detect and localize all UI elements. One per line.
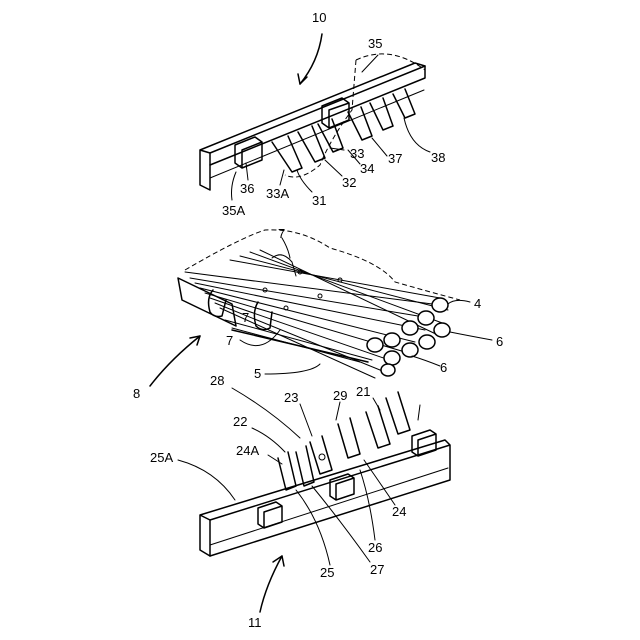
arrow-11: [260, 556, 282, 612]
label-36: 36: [240, 181, 254, 196]
label-22: 22: [233, 414, 247, 429]
label-28: 28: [210, 373, 224, 388]
label-32: 32: [342, 175, 356, 190]
label-24A: 24A: [236, 443, 259, 458]
label-31: 31: [312, 193, 326, 208]
label-25: 25: [320, 565, 334, 580]
block-lower-left: [258, 502, 282, 528]
label-33: 33: [350, 146, 364, 161]
label-35A: 35A: [222, 203, 245, 218]
label-35: 35: [368, 36, 382, 51]
cables: [185, 250, 448, 378]
label-6-lower: 6: [440, 360, 447, 375]
cable-markers: [263, 270, 342, 310]
label-26: 26: [368, 540, 382, 555]
label-7-left: 7: [226, 333, 233, 348]
arrow-10: [300, 34, 322, 84]
label-21: 21: [356, 384, 370, 399]
label-7-top: 7: [278, 226, 285, 241]
label-11: 11: [248, 615, 262, 630]
label-8: 8: [133, 386, 140, 401]
label-4: 4: [474, 296, 481, 311]
label-23: 23: [284, 390, 298, 405]
label-27: 27: [370, 562, 384, 577]
label-24: 24: [392, 504, 406, 519]
label-33A: 33A: [266, 186, 289, 201]
label-37: 37: [388, 151, 402, 166]
lower-holder-assembly-11: [178, 388, 450, 612]
label-7-middle: 7: [242, 310, 249, 325]
label-6-right: 6: [496, 334, 503, 349]
label-10: 10: [312, 10, 326, 25]
hole-29: [319, 454, 325, 460]
block-lower-middle: [330, 474, 354, 500]
arrow-8: [150, 336, 200, 386]
label-38: 38: [431, 150, 445, 165]
label-34: 34: [360, 161, 374, 176]
label-25A: 25A: [150, 450, 173, 465]
label-5: 5: [254, 366, 261, 381]
upper-holder-assembly-10: [200, 34, 430, 200]
block-lower-right: [412, 430, 436, 456]
label-29: 29: [333, 388, 347, 403]
